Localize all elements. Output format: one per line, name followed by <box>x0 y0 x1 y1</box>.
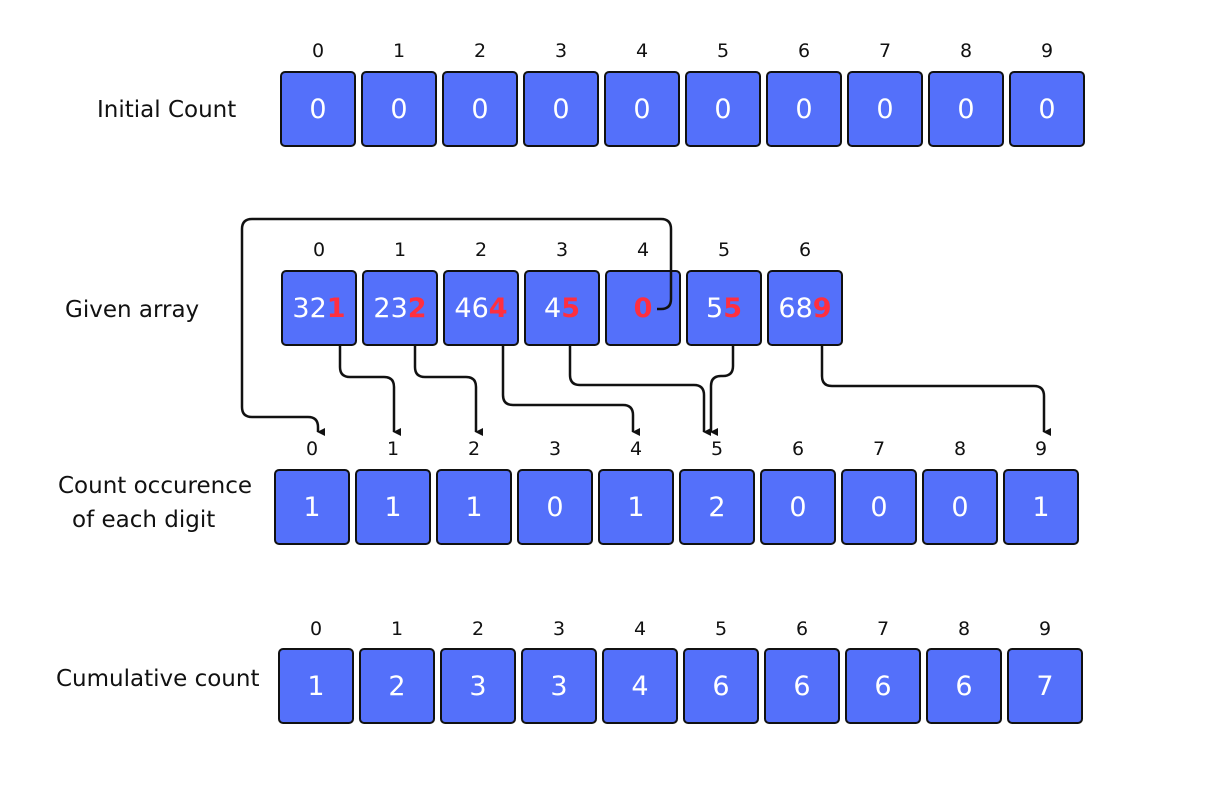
occurrence-cell-9: 1 <box>1003 469 1079 545</box>
cumulative-index-6: 6 <box>795 618 809 640</box>
initial-cell-3: 0 <box>523 71 599 147</box>
given-index-2: 2 <box>474 239 488 261</box>
occurrence-cell-1: 1 <box>355 469 431 545</box>
cumulative-index-0: 0 <box>309 618 323 640</box>
occurrence-index-3: 3 <box>548 438 562 460</box>
number-prefix: 68 <box>778 292 813 324</box>
occurrence-cell-8: 0 <box>922 469 998 545</box>
highlighted-digit: 4 <box>488 292 508 324</box>
initial-cell-1: 0 <box>361 71 437 147</box>
given-index-0: 0 <box>312 239 326 261</box>
initial-index-8: 8 <box>959 40 973 62</box>
occurrence-index-9: 9 <box>1034 438 1048 460</box>
occurrence-cell-5: 2 <box>679 469 755 545</box>
cumulative-cell-3: 3 <box>521 648 597 724</box>
given-index-4: 4 <box>636 239 650 261</box>
initial-index-9: 9 <box>1040 40 1054 62</box>
cumulative-cell-5: 6 <box>683 648 759 724</box>
cumulative-index-3: 3 <box>552 618 566 640</box>
initial-count-label: Initial Count <box>97 97 237 123</box>
occurrence-cell-0: 1 <box>274 469 350 545</box>
occurrence-index-0: 0 <box>305 438 319 460</box>
initial-index-1: 1 <box>392 40 406 62</box>
cumulative-cell-2: 3 <box>440 648 516 724</box>
highlighted-digit: 5 <box>561 292 580 324</box>
count-occurrence-label-line2: of each digit <box>72 507 216 533</box>
arrow-321-to-1 <box>338 345 401 436</box>
occurrence-index-8: 8 <box>953 438 967 460</box>
initial-index-7: 7 <box>878 40 892 62</box>
occurrence-cell-6: 0 <box>760 469 836 545</box>
arrow-45-to-5 <box>568 345 711 436</box>
occurrence-index-1: 1 <box>386 438 400 460</box>
initial-cell-5: 0 <box>685 71 761 147</box>
given-index-6: 6 <box>798 239 812 261</box>
given-index-1: 1 <box>393 239 407 261</box>
number-prefix: 46 <box>454 292 489 324</box>
occurrence-index-2: 2 <box>467 438 481 460</box>
cumulative-cell-1: 2 <box>359 648 435 724</box>
occurrence-cell-3: 0 <box>517 469 593 545</box>
initial-index-5: 5 <box>716 40 730 62</box>
number-prefix: 5 <box>706 292 724 324</box>
arrow-55-to-5 <box>709 345 735 436</box>
initial-cell-9: 0 <box>1009 71 1085 147</box>
arrow-689-to-9 <box>820 345 1051 436</box>
cumulative-cell-9: 7 <box>1007 648 1083 724</box>
initial-index-2: 2 <box>473 40 487 62</box>
initial-index-4: 4 <box>635 40 649 62</box>
given-array-label: Given array <box>65 297 200 323</box>
initial-index-6: 6 <box>797 40 811 62</box>
cumulative-index-5: 5 <box>714 618 728 640</box>
occurrence-cell-2: 1 <box>436 469 512 545</box>
highlighted-digit: 0 <box>633 292 653 324</box>
cumulative-index-7: 7 <box>876 618 890 640</box>
cumulative-cell-8: 6 <box>926 648 1002 724</box>
occurrence-index-4: 4 <box>629 438 643 460</box>
highlighted-digit: 1 <box>326 292 346 324</box>
occurrence-index-7: 7 <box>872 438 886 460</box>
count-occurrence-label-line1: Count occurence <box>58 473 253 499</box>
number-prefix: 4 <box>544 292 562 324</box>
occurrence-cell-7: 0 <box>841 469 917 545</box>
highlighted-digit: 9 <box>812 292 832 324</box>
cumulative-cell-6: 6 <box>764 648 840 724</box>
number-prefix: 32 <box>292 292 327 324</box>
initial-cell-8: 0 <box>928 71 1004 147</box>
given-index-5: 5 <box>717 239 731 261</box>
arrow-232-to-2 <box>413 345 483 436</box>
cumulative-index-1: 1 <box>390 618 404 640</box>
initial-cell-6: 0 <box>766 71 842 147</box>
highlighted-digit: 5 <box>723 292 742 324</box>
given-index-3: 3 <box>555 239 569 261</box>
arrow-464-to-4 <box>501 345 640 436</box>
highlighted-digit: 2 <box>407 292 427 324</box>
initial-index-0: 0 <box>311 40 325 62</box>
cumulative-index-2: 2 <box>471 618 485 640</box>
occurrence-cell-4: 1 <box>598 469 674 545</box>
cumulative-cell-7: 6 <box>845 648 921 724</box>
initial-index-3: 3 <box>554 40 568 62</box>
cumulative-count-label: Cumulative count <box>56 666 260 692</box>
initial-cell-4: 0 <box>604 71 680 147</box>
cumulative-index-4: 4 <box>633 618 647 640</box>
cumulative-cell-4: 4 <box>602 648 678 724</box>
initial-cell-2: 0 <box>442 71 518 147</box>
cumulative-index-9: 9 <box>1038 618 1052 640</box>
number-prefix: 23 <box>373 292 408 324</box>
initial-cell-0: 0 <box>280 71 356 147</box>
initial-cell-7: 0 <box>847 71 923 147</box>
cumulative-cell-0: 1 <box>278 648 354 724</box>
arrow-0-to-0 <box>240 217 673 436</box>
occurrence-index-5: 5 <box>710 438 724 460</box>
occurrence-index-6: 6 <box>791 438 805 460</box>
cumulative-index-8: 8 <box>957 618 971 640</box>
